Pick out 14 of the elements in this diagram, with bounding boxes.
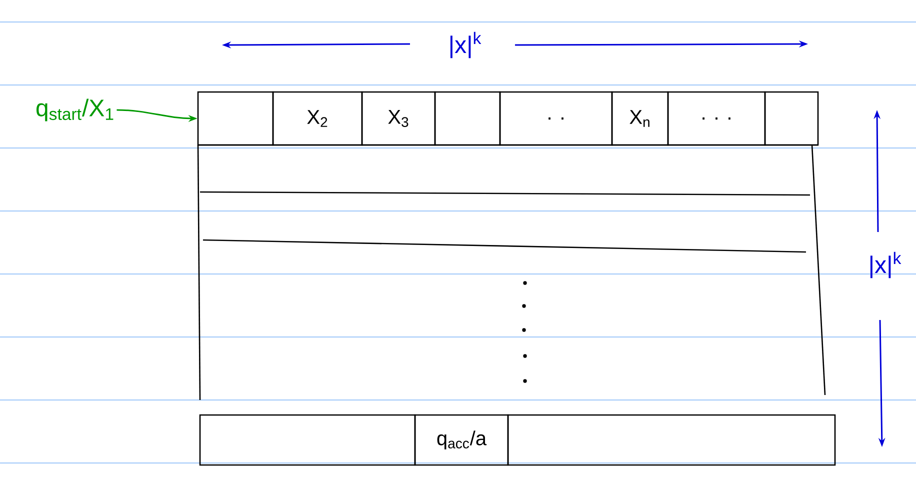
table-cell bbox=[197, 91, 274, 146]
table-cell: X$_{3}$ bbox=[361, 91, 436, 146]
table-cell: . . . bbox=[667, 91, 766, 146]
dimension-label: |x|$^{k}$ bbox=[870, 252, 902, 278]
table-cell bbox=[434, 91, 501, 146]
table-cell bbox=[764, 91, 819, 146]
table-cell: q$_{acc}$/a bbox=[414, 414, 509, 466]
table-cell: . . bbox=[499, 91, 613, 146]
table-cell: X$_{2}$ bbox=[272, 91, 363, 146]
state-label: q$_{start}$/X$_{1}$ bbox=[36, 98, 114, 122]
table-cell bbox=[507, 414, 836, 466]
table-cell: X$_{n}$ bbox=[611, 91, 669, 146]
dimension-label: |x|$^{k}$ bbox=[450, 32, 482, 58]
table-cell bbox=[199, 414, 416, 466]
